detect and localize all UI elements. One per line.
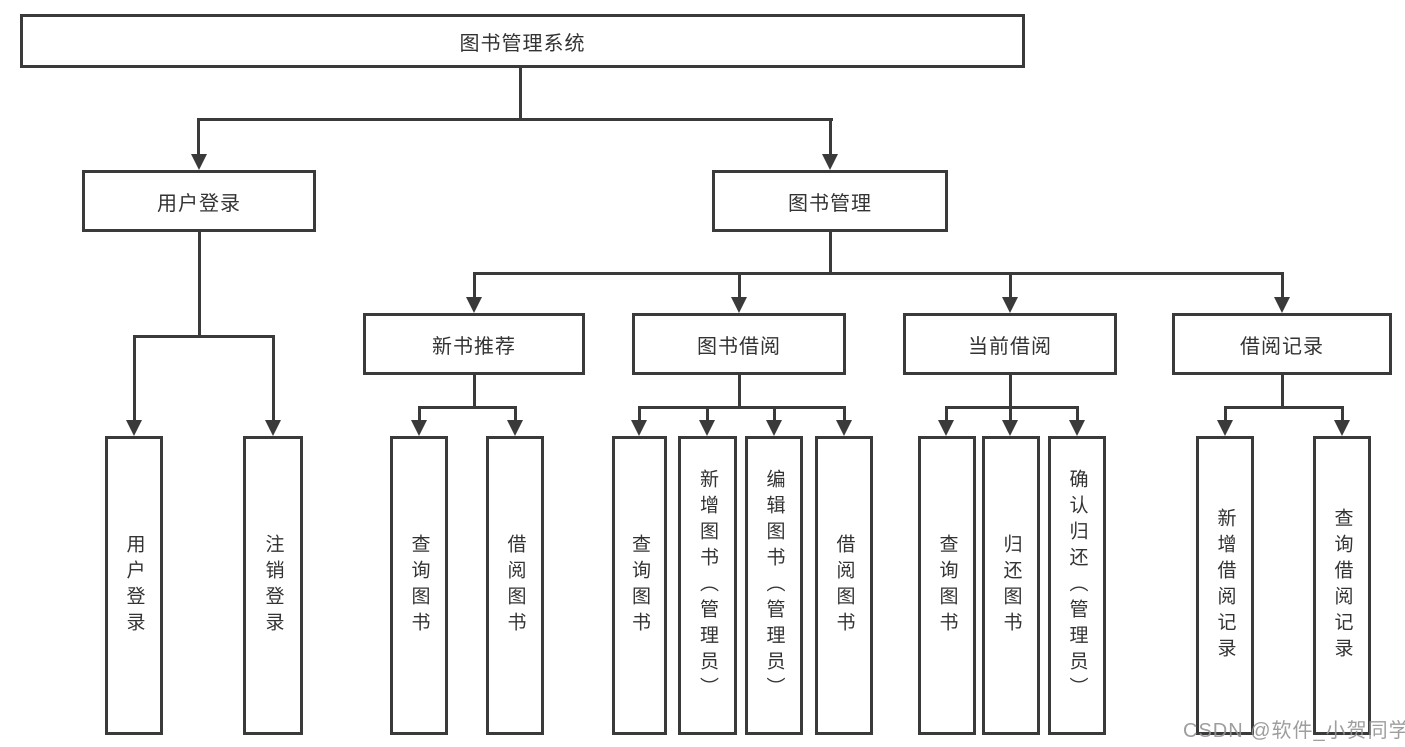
connector-stem-cb-query xyxy=(945,406,948,422)
connector-user-login-horizontal xyxy=(133,335,275,338)
connector-book-borrow-vertical xyxy=(738,375,741,406)
node-new-book-recommend-label: 新书推荐 xyxy=(432,335,516,358)
node-leaf-nb-query-books-label: 查询图书 xyxy=(408,533,430,638)
arrowhead-cb-return xyxy=(1002,420,1018,436)
connector-stem-user-login xyxy=(197,118,200,156)
arrowhead-br-add xyxy=(1217,420,1233,436)
node-book-borrow: 图书借阅 xyxy=(632,313,846,375)
node-leaf-br-query-record: 查询借阅记录 xyxy=(1313,436,1371,735)
node-current-borrow: 当前借阅 xyxy=(903,313,1117,375)
node-borrow-records-label: 借阅记录 xyxy=(1240,335,1324,358)
connector-book-mgmt-vertical xyxy=(829,232,832,272)
node-user-login-label: 用户登录 xyxy=(157,192,241,215)
node-leaf-logout-label: 注销登录 xyxy=(262,533,284,638)
connector-user-login-vertical xyxy=(198,232,201,335)
arrowhead-current-borrow xyxy=(1002,297,1018,313)
node-leaf-cb-confirm-return: 确认归还（管理员） xyxy=(1048,436,1106,735)
arrowhead-book-borrow xyxy=(731,297,747,313)
arrowhead-login-leaf xyxy=(126,420,142,436)
connector-stem-login-leaf xyxy=(133,335,136,422)
node-leaf-nb-borrow-books-label: 借阅图书 xyxy=(504,533,526,638)
connector-stem-cb-confirm xyxy=(1076,406,1079,422)
connector-new-book-vertical xyxy=(473,375,476,406)
node-current-borrow-label: 当前借阅 xyxy=(968,335,1052,358)
node-book-management: 图书管理 xyxy=(712,170,948,232)
arrowhead-new-book xyxy=(466,297,482,313)
node-leaf-bb-borrow-books: 借阅图书 xyxy=(815,436,873,735)
node-root-label: 图书管理系统 xyxy=(459,32,586,55)
connector-stem-bb-add xyxy=(706,406,709,422)
connector-stem-current-borrow xyxy=(1009,272,1012,299)
node-leaf-bb-edit-books: 编辑图书（管理员） xyxy=(745,436,803,735)
connector-stem-bb-borrow xyxy=(843,406,846,422)
node-leaf-user-login-label: 用户登录 xyxy=(123,533,145,638)
connector-stem-cb-return xyxy=(1009,406,1012,422)
node-leaf-br-add-record: 新增借阅记录 xyxy=(1196,436,1254,735)
connector-current-borrow-horizontal xyxy=(945,406,1079,409)
node-leaf-br-query-record-label: 查询借阅记录 xyxy=(1331,507,1353,664)
arrowhead-user-login xyxy=(191,154,207,170)
node-leaf-bb-query-books: 查询图书 xyxy=(612,436,667,735)
arrowhead-book-management xyxy=(822,154,838,170)
connector-root-horizontal xyxy=(197,118,833,121)
node-leaf-cb-confirm-return-label: 确认归还（管理员） xyxy=(1066,468,1088,703)
arrowhead-bb-borrow xyxy=(836,420,852,436)
arrowhead-borrow-records xyxy=(1274,297,1290,313)
connector-book-borrow-horizontal xyxy=(638,406,846,409)
node-root: 图书管理系统 xyxy=(20,14,1025,68)
csdn-watermark: CSDN @软件_小贺同学 xyxy=(1183,720,1405,742)
arrowhead-br-query xyxy=(1334,420,1350,436)
connector-stem-book-management xyxy=(829,118,832,156)
node-leaf-bb-query-books-label: 查询图书 xyxy=(629,533,650,638)
connector-stem-bb-edit xyxy=(773,406,776,422)
connector-stem-bb-query xyxy=(638,406,641,422)
connector-new-book-horizontal xyxy=(418,406,517,409)
node-leaf-bb-add-books: 新增图书（管理员） xyxy=(678,436,737,735)
node-leaf-cb-return-books: 归还图书 xyxy=(982,436,1040,735)
connector-root-vertical xyxy=(519,68,522,118)
connector-borrow-records-vertical xyxy=(1281,375,1284,406)
node-leaf-bb-edit-books-label: 编辑图书（管理员） xyxy=(763,468,785,703)
connector-stem-borrow-records xyxy=(1281,272,1284,299)
node-book-management-label: 图书管理 xyxy=(788,192,872,215)
node-new-book-recommend: 新书推荐 xyxy=(363,313,585,375)
connector-stem-br-query xyxy=(1341,406,1344,422)
connector-borrow-records-horizontal xyxy=(1224,406,1344,409)
node-leaf-bb-borrow-books-label: 借阅图书 xyxy=(833,533,855,638)
node-leaf-cb-return-books-label: 归还图书 xyxy=(1000,533,1022,638)
connector-stem-br-add xyxy=(1224,406,1227,422)
node-leaf-nb-query-books: 查询图书 xyxy=(390,436,448,735)
connector-current-borrow-vertical xyxy=(1009,375,1012,406)
connector-book-mgmt-horizontal xyxy=(473,272,1284,275)
connector-stem-nb-query xyxy=(418,406,421,422)
arrowhead-cb-query xyxy=(938,420,954,436)
node-leaf-cb-query-books-label: 查询图书 xyxy=(936,533,958,638)
node-leaf-logout: 注销登录 xyxy=(243,436,303,735)
node-leaf-cb-query-books: 查询图书 xyxy=(918,436,976,735)
node-leaf-bb-add-books-label: 新增图书（管理员） xyxy=(697,468,718,703)
node-book-borrow-label: 图书借阅 xyxy=(697,335,781,358)
arrowhead-cb-confirm xyxy=(1069,420,1085,436)
arrowhead-logout-leaf xyxy=(265,420,281,436)
connector-stem-book-borrow xyxy=(738,272,741,299)
connector-stem-new-book xyxy=(473,272,476,299)
node-leaf-nb-borrow-books: 借阅图书 xyxy=(486,436,544,735)
node-leaf-user-login: 用户登录 xyxy=(105,436,163,735)
node-user-login: 用户登录 xyxy=(82,170,316,232)
arrowhead-bb-add xyxy=(699,420,715,436)
arrowhead-nb-query xyxy=(411,420,427,436)
connector-stem-nb-borrow xyxy=(514,406,517,422)
node-leaf-br-add-record-label: 新增借阅记录 xyxy=(1214,507,1236,664)
node-borrow-records: 借阅记录 xyxy=(1172,313,1392,375)
arrowhead-bb-edit xyxy=(766,420,782,436)
arrowhead-bb-query xyxy=(631,420,647,436)
arrowhead-nb-borrow xyxy=(507,420,523,436)
connector-stem-logout-leaf xyxy=(272,335,275,422)
